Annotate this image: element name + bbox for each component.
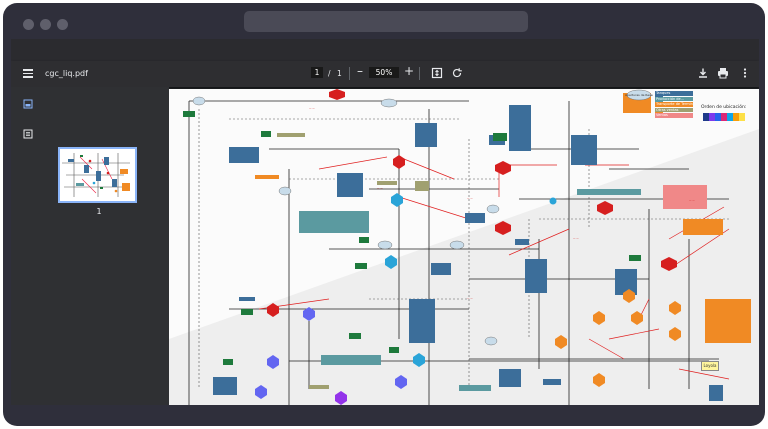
toolbar-divider [419, 67, 420, 80]
window-control-maximize[interactable] [57, 19, 68, 30]
flow-diagram: — — — — — — — — — — — — [169, 89, 759, 405]
page-thumbnail-label: 1 [96, 207, 102, 216]
thumbnail-sidebar: 1 [11, 87, 169, 405]
pdf-page: — — — — — — — — — — — — Tanques Producción d… [169, 89, 759, 405]
window-control-minimize[interactable] [40, 19, 51, 30]
legend-item: Tanques [655, 91, 693, 96]
svg-text:— —: — — [467, 197, 473, 200]
svg-text:— —: — — [309, 107, 315, 110]
rotate-icon[interactable] [451, 67, 463, 79]
thumbnails-icon[interactable] [23, 99, 33, 109]
menu-icon[interactable] [23, 69, 33, 78]
fit-page-icon[interactable] [431, 67, 443, 79]
page-thumbnail-preview [60, 149, 135, 201]
outline-icon[interactable] [23, 129, 33, 139]
svg-text:— —: — — [467, 297, 473, 300]
entry-label: Aperturas de Reservorio [625, 93, 653, 97]
svg-text:— —: — — [573, 237, 579, 240]
window-control-close[interactable] [23, 19, 34, 30]
page-number-input[interactable]: 1 [311, 67, 323, 78]
print-icon[interactable] [717, 67, 729, 79]
legend-item: Producción de... [655, 96, 693, 101]
legend-item: Otras ventas [655, 107, 693, 112]
page-separator: / [328, 69, 331, 78]
legend-item: Ventas [655, 113, 693, 118]
destination-box: Loyola [701, 361, 719, 371]
zoom-out-button[interactable]: – [357, 64, 363, 78]
file-name: cgc_liq.pdf [45, 69, 88, 78]
toolbar-divider [349, 67, 350, 80]
more-icon[interactable] [739, 67, 751, 79]
pdf-toolbar: cgc_liq.pdf 1 / 1 – 50% + [11, 61, 759, 87]
download-icon[interactable] [697, 67, 709, 79]
tab-strip [11, 39, 759, 61]
legend-item: Transporte de Terminal [655, 102, 693, 107]
browser-window: cgc_liq.pdf 1 / 1 – 50% + [3, 3, 765, 426]
address-bar[interactable] [244, 11, 528, 32]
page-total: 1 [337, 69, 342, 78]
legend: Tanques Producción de... Transporte de T… [655, 91, 725, 118]
order-title: Orden de ubicación: [701, 105, 747, 110]
svg-text:— —: — — [377, 187, 383, 190]
zoom-level-input[interactable]: 50% [369, 67, 399, 78]
zoom-in-button[interactable]: + [404, 64, 415, 78]
page-thumbnail[interactable] [58, 147, 137, 203]
svg-text:— —: — — [689, 199, 695, 202]
pdf-viewer: cgc_liq.pdf 1 / 1 – 50% + [11, 39, 759, 405]
